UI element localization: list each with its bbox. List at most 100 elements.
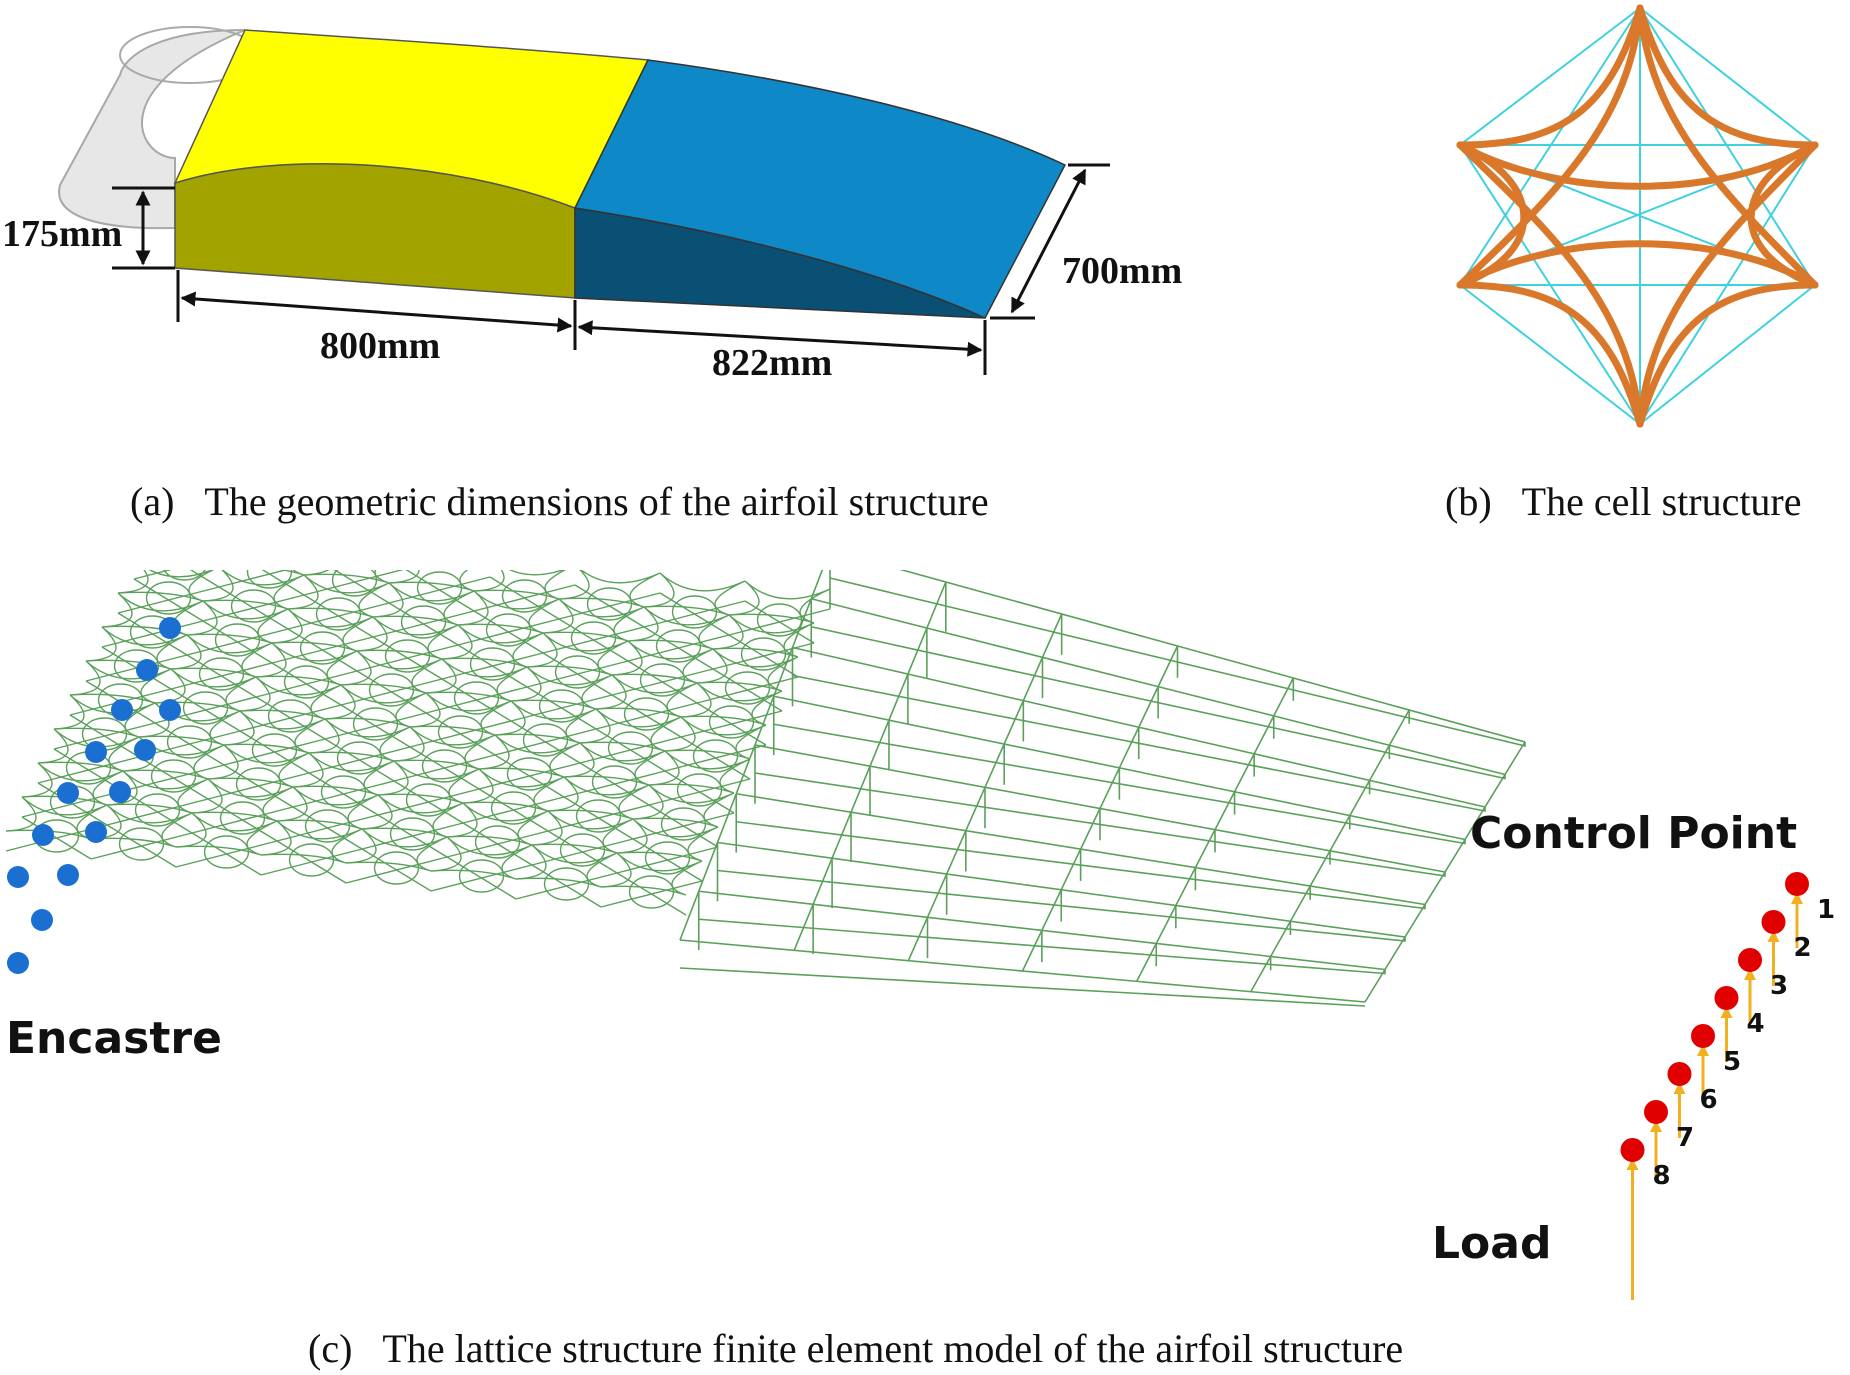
lattice-cell xyxy=(175,812,278,856)
span-label: 700mm xyxy=(1062,250,1182,292)
lattice-strut xyxy=(356,644,459,672)
lattice-strut xyxy=(175,840,278,868)
control-point-number: 1 xyxy=(1817,895,1835,925)
lattice-ring xyxy=(676,773,723,807)
lattice-cell xyxy=(664,716,767,760)
control-point-number: 6 xyxy=(1700,1085,1718,1115)
lattice-ring xyxy=(113,649,160,683)
control-point-node xyxy=(1761,910,1786,934)
caption-b: (b)The cell structure xyxy=(1445,478,1802,525)
lattice-ring xyxy=(203,835,250,869)
encastre-node xyxy=(7,952,29,974)
control-point-number: 7 xyxy=(1676,1123,1694,1153)
encastre-node xyxy=(109,781,131,803)
lattice-strut xyxy=(494,728,597,756)
lattice-cell xyxy=(563,742,666,786)
lattice-ring xyxy=(671,595,718,629)
lattice-cell xyxy=(632,784,735,828)
lattice-strut xyxy=(388,576,491,604)
lattice-cell xyxy=(696,648,799,692)
lattice-ring xyxy=(267,699,314,733)
lattice-ring xyxy=(756,603,803,637)
lattice-strut xyxy=(207,772,310,800)
lattice-cell xyxy=(361,794,464,838)
lattice-cell xyxy=(101,592,204,636)
control-point-node xyxy=(1620,1138,1645,1162)
lattice-ring xyxy=(384,639,431,673)
lattice-ring xyxy=(575,799,622,833)
lattice-strut xyxy=(292,780,395,808)
lattice-strut xyxy=(441,652,544,680)
lattice-cell xyxy=(446,802,549,846)
lattice-ring xyxy=(692,739,739,773)
lattice-strut xyxy=(138,730,241,758)
load-label: Load xyxy=(1432,1218,1551,1269)
lattice-ring xyxy=(368,673,415,707)
lattice-strut xyxy=(680,710,783,738)
lattice-cell xyxy=(547,776,650,820)
lattice-cell xyxy=(531,810,634,854)
chord-2-arrow xyxy=(577,320,983,357)
lattice-strut xyxy=(186,628,289,656)
lattice-strut xyxy=(287,602,390,630)
cell-structure-figure xyxy=(1456,4,1819,428)
lattice-cell xyxy=(207,744,310,788)
lattice-strut xyxy=(271,636,374,664)
lattice-cell xyxy=(441,624,544,668)
lattice-ring xyxy=(182,691,229,725)
lattice-cell xyxy=(494,700,597,744)
encastre-node xyxy=(111,699,133,721)
lattice-strut xyxy=(430,864,533,892)
lattice-cell xyxy=(643,572,746,616)
encastre-node xyxy=(57,864,79,886)
chord-2-label: 822mm xyxy=(712,342,832,384)
lattice-rear-frame xyxy=(679,549,1526,1007)
airfoil-geometry-figure: 175mm 800mm 822mm 700mm xyxy=(2,26,1182,384)
caption-b-text: The cell structure xyxy=(1521,479,1802,524)
encastre-node xyxy=(85,821,107,843)
lattice-ring xyxy=(538,689,585,723)
lattice-cell xyxy=(430,836,533,880)
lattice-ring xyxy=(118,827,165,861)
lattice-strut xyxy=(53,722,156,750)
lattice-cell xyxy=(239,676,342,720)
control-point-number: 2 xyxy=(1794,933,1812,963)
lattice-strut xyxy=(696,676,799,704)
control-point-node xyxy=(1667,1062,1692,1086)
height-dimension-label: 175mm xyxy=(2,213,122,255)
lattice-strut xyxy=(547,804,650,832)
lattice-cell xyxy=(170,634,273,678)
lattice-strut xyxy=(643,600,746,628)
lattice-strut xyxy=(345,856,448,884)
lattice-cell xyxy=(462,768,565,812)
lattice-strut xyxy=(223,738,326,766)
lattice-ring xyxy=(607,731,654,765)
lattice-ring xyxy=(251,733,298,767)
lattice-cell xyxy=(90,804,193,848)
lattice-strut xyxy=(542,626,645,654)
frame-chord-line xyxy=(679,967,1366,1007)
lattice-ring xyxy=(373,851,420,885)
encastre-node xyxy=(159,617,181,639)
caption-c-text: The lattice structure finite element mod… xyxy=(382,1326,1404,1371)
lattice-ring xyxy=(628,875,675,909)
lattice-cell xyxy=(292,752,395,796)
lattice-ring xyxy=(570,621,617,655)
lattice-cell xyxy=(478,734,581,778)
lattice-ring xyxy=(474,825,521,859)
lattice-strut xyxy=(563,770,666,798)
caption-c: (c)The lattice structure finite element … xyxy=(308,1325,1403,1372)
lattice-strut xyxy=(462,796,565,824)
rear-section-top xyxy=(573,59,1067,319)
encastre-node xyxy=(134,739,156,761)
lattice-strut xyxy=(372,610,475,638)
lattice-ring xyxy=(485,613,532,647)
control-point-number: 3 xyxy=(1770,971,1788,1001)
lattice-cell xyxy=(457,590,560,634)
lattice-strut xyxy=(664,744,767,772)
lattice-ring xyxy=(299,631,346,665)
lattice-ring xyxy=(501,579,548,613)
